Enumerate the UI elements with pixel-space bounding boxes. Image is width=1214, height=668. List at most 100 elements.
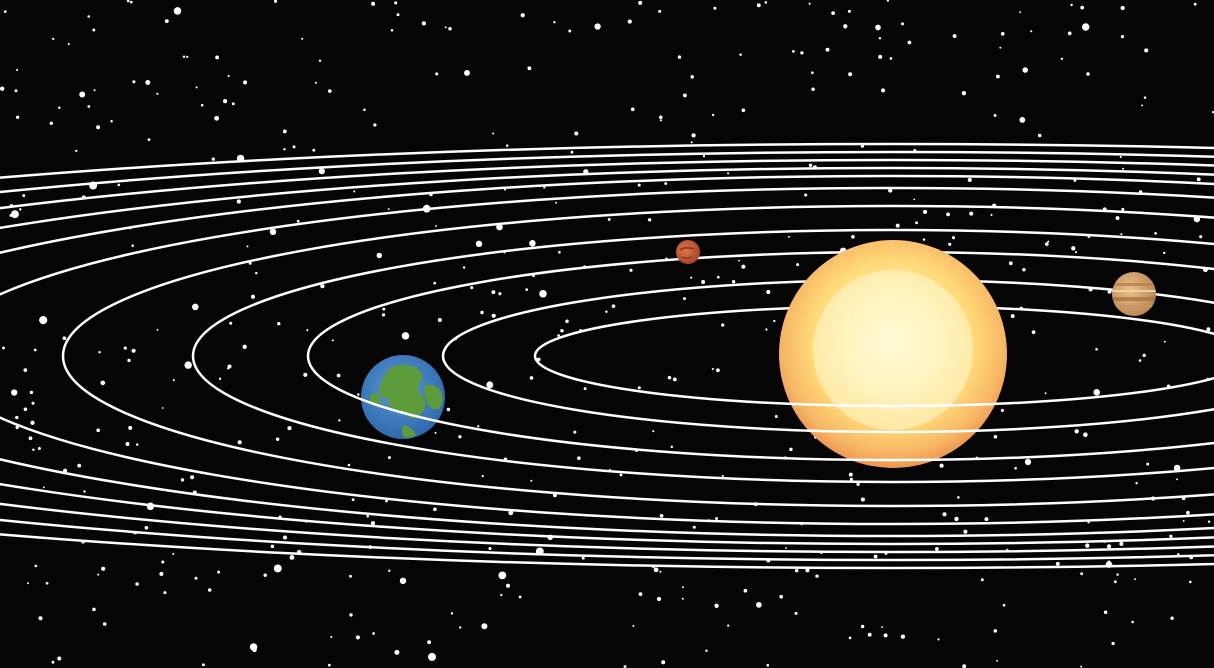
star	[1086, 72, 1090, 76]
star	[34, 349, 37, 352]
star	[57, 656, 61, 660]
star	[394, 650, 399, 655]
star	[400, 578, 406, 584]
star	[328, 89, 332, 93]
star	[1047, 241, 1049, 243]
star	[1095, 348, 1098, 351]
star	[173, 379, 175, 381]
star	[92, 29, 95, 32]
star	[100, 381, 105, 386]
star	[848, 10, 851, 13]
star	[682, 586, 684, 588]
star	[287, 426, 291, 430]
star	[638, 1, 642, 5]
star	[277, 322, 280, 325]
star	[445, 26, 447, 28]
star	[560, 329, 563, 332]
star	[232, 102, 235, 105]
star	[363, 109, 366, 112]
star	[30, 421, 34, 425]
star	[999, 47, 1001, 49]
star	[270, 229, 276, 235]
star	[2, 346, 5, 349]
star	[219, 378, 221, 380]
star	[1139, 359, 1142, 362]
star	[132, 349, 136, 353]
star	[1071, 246, 1075, 250]
star	[229, 322, 232, 325]
star	[68, 43, 70, 45]
star	[543, 187, 545, 189]
star	[683, 297, 686, 300]
star	[690, 75, 693, 78]
star	[1104, 611, 1108, 615]
star	[1120, 233, 1122, 235]
star	[628, 20, 632, 24]
star	[765, 328, 767, 330]
star	[712, 114, 714, 116]
star	[332, 339, 334, 341]
star	[394, 1, 397, 4]
star	[145, 526, 149, 530]
star	[1080, 6, 1084, 10]
star	[96, 428, 100, 432]
star	[492, 314, 496, 318]
star	[330, 636, 332, 638]
star	[238, 440, 242, 444]
star	[87, 105, 90, 108]
star	[1001, 409, 1004, 412]
star	[371, 521, 375, 525]
star	[705, 649, 707, 651]
star	[46, 582, 49, 585]
star	[861, 497, 865, 501]
star	[1116, 573, 1118, 575]
star	[148, 138, 151, 141]
star	[212, 157, 215, 160]
star	[328, 664, 331, 667]
star	[1164, 341, 1166, 343]
star	[942, 512, 946, 516]
star	[1068, 32, 1072, 36]
star	[691, 141, 693, 143]
star	[1083, 432, 1088, 437]
star	[366, 515, 369, 518]
star	[183, 56, 185, 58]
star	[312, 149, 315, 152]
star	[319, 168, 325, 174]
star	[319, 60, 321, 62]
star	[574, 131, 578, 135]
star	[1154, 232, 1157, 235]
star	[491, 290, 495, 294]
star	[954, 517, 958, 521]
star	[156, 93, 158, 95]
star	[373, 123, 376, 126]
star	[1045, 392, 1047, 394]
star	[75, 150, 77, 152]
star	[701, 280, 705, 284]
star	[303, 373, 307, 377]
star	[1131, 621, 1134, 624]
star	[826, 48, 830, 52]
star	[721, 323, 724, 326]
star	[1075, 429, 1079, 433]
star	[237, 199, 241, 203]
star	[923, 238, 925, 240]
star	[620, 473, 623, 476]
star	[881, 626, 883, 628]
star	[264, 574, 267, 577]
star	[940, 464, 944, 468]
star	[283, 148, 285, 150]
star	[498, 572, 506, 580]
star	[217, 571, 220, 574]
star	[571, 151, 574, 154]
earth-planet	[361, 355, 445, 439]
star	[1163, 252, 1165, 254]
star	[243, 345, 247, 349]
star	[481, 623, 487, 629]
star	[274, 564, 282, 572]
star	[4, 10, 7, 13]
star	[492, 132, 494, 134]
star	[52, 38, 54, 40]
star	[79, 92, 85, 98]
